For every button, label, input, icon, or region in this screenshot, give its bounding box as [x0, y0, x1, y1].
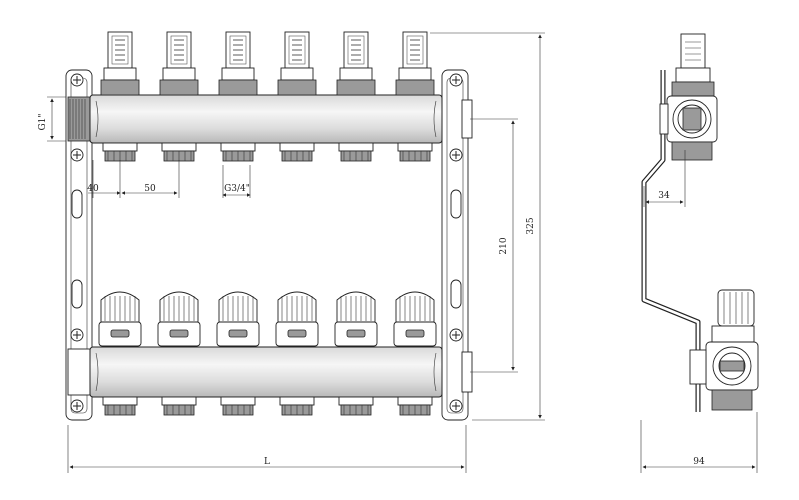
flow-meter	[100, 31, 140, 96]
valve-caps	[98, 291, 437, 347]
side-dimensions: 34 94	[640, 150, 758, 473]
valve-cap	[216, 291, 260, 347]
flow-meter	[159, 31, 199, 96]
side-view	[641, 33, 759, 412]
length-label: L	[264, 457, 270, 467]
bottom-pipe	[67, 346, 473, 398]
bottom-outlet	[102, 396, 138, 416]
bottom-outlets	[102, 396, 433, 416]
outlet-thread-label: G3/4"	[224, 184, 250, 194]
inlet-thread-label: G1"	[38, 113, 48, 130]
top-outlet	[397, 142, 433, 162]
flow-meter	[336, 31, 376, 96]
flow-meter	[277, 31, 317, 96]
valve-cap	[334, 291, 378, 347]
top-outlet	[102, 142, 138, 162]
flow-meter	[395, 31, 435, 96]
first-pitch-label: 40	[87, 184, 99, 194]
valve-cap	[157, 291, 201, 347]
front-view	[65, 31, 473, 421]
bottom-outlet	[279, 396, 315, 416]
valve-cap	[98, 291, 142, 347]
bottom-outlet	[161, 396, 197, 416]
flow-meter	[218, 31, 258, 96]
side-bottom-body	[689, 341, 759, 411]
top-pipe	[67, 94, 473, 144]
top-outlet	[338, 142, 374, 162]
top-outlets	[102, 142, 433, 162]
total-height-label: 325	[526, 217, 536, 234]
bottom-outlet	[338, 396, 374, 416]
bottom-outlet	[397, 396, 433, 416]
valve-cap	[393, 291, 437, 347]
side-offset-label: 34	[658, 191, 670, 201]
left-bracket	[65, 69, 93, 421]
flow-meters	[100, 31, 435, 96]
side-depth-label: 94	[693, 457, 705, 467]
top-outlet	[220, 142, 256, 162]
top-outlet	[161, 142, 197, 162]
side-top-body	[659, 95, 718, 161]
top-outlet	[279, 142, 315, 162]
valve-cap	[275, 291, 319, 347]
side-flow-meter	[671, 33, 715, 97]
right-bracket	[441, 69, 469, 421]
bottom-outlet	[220, 396, 256, 416]
front-dimensions: G1" 40 50 G3/4" 210 325 L	[38, 32, 545, 473]
pitch-label: 50	[144, 184, 156, 194]
side-valve-cap	[711, 289, 755, 343]
center-distance-label: 210	[499, 237, 509, 254]
